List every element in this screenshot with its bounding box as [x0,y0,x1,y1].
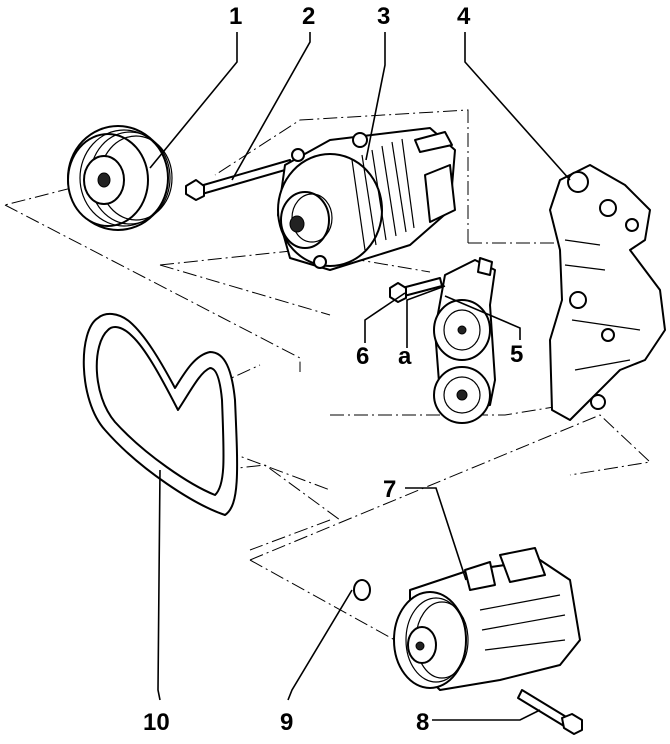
callout-6: 6 [356,343,369,370]
callout-4: 4 [457,3,471,30]
callout-leaders [149,32,571,721]
ac-compressor [393,547,581,691]
callout-8: 8 [416,709,429,736]
callout-a: a [398,343,412,370]
compressor-bolt [517,689,583,735]
callout-2: 2 [302,3,315,30]
ribbed-v-belt [82,312,239,516]
crankshaft-pulley [67,125,173,231]
callout-3: 3 [377,3,390,30]
callout-10: 10 [143,709,170,736]
dowel-sleeve [353,579,371,601]
callout-5: 5 [510,341,523,368]
callout-labels: 1 2 3 4 5 6 a 7 8 9 10 [143,3,523,736]
belt-tensioner [433,257,496,424]
callout-9: 9 [280,709,293,736]
alternator [277,127,456,271]
callout-1: 1 [229,3,242,30]
callout-7: 7 [383,476,396,503]
mounting-bracket [549,164,666,421]
